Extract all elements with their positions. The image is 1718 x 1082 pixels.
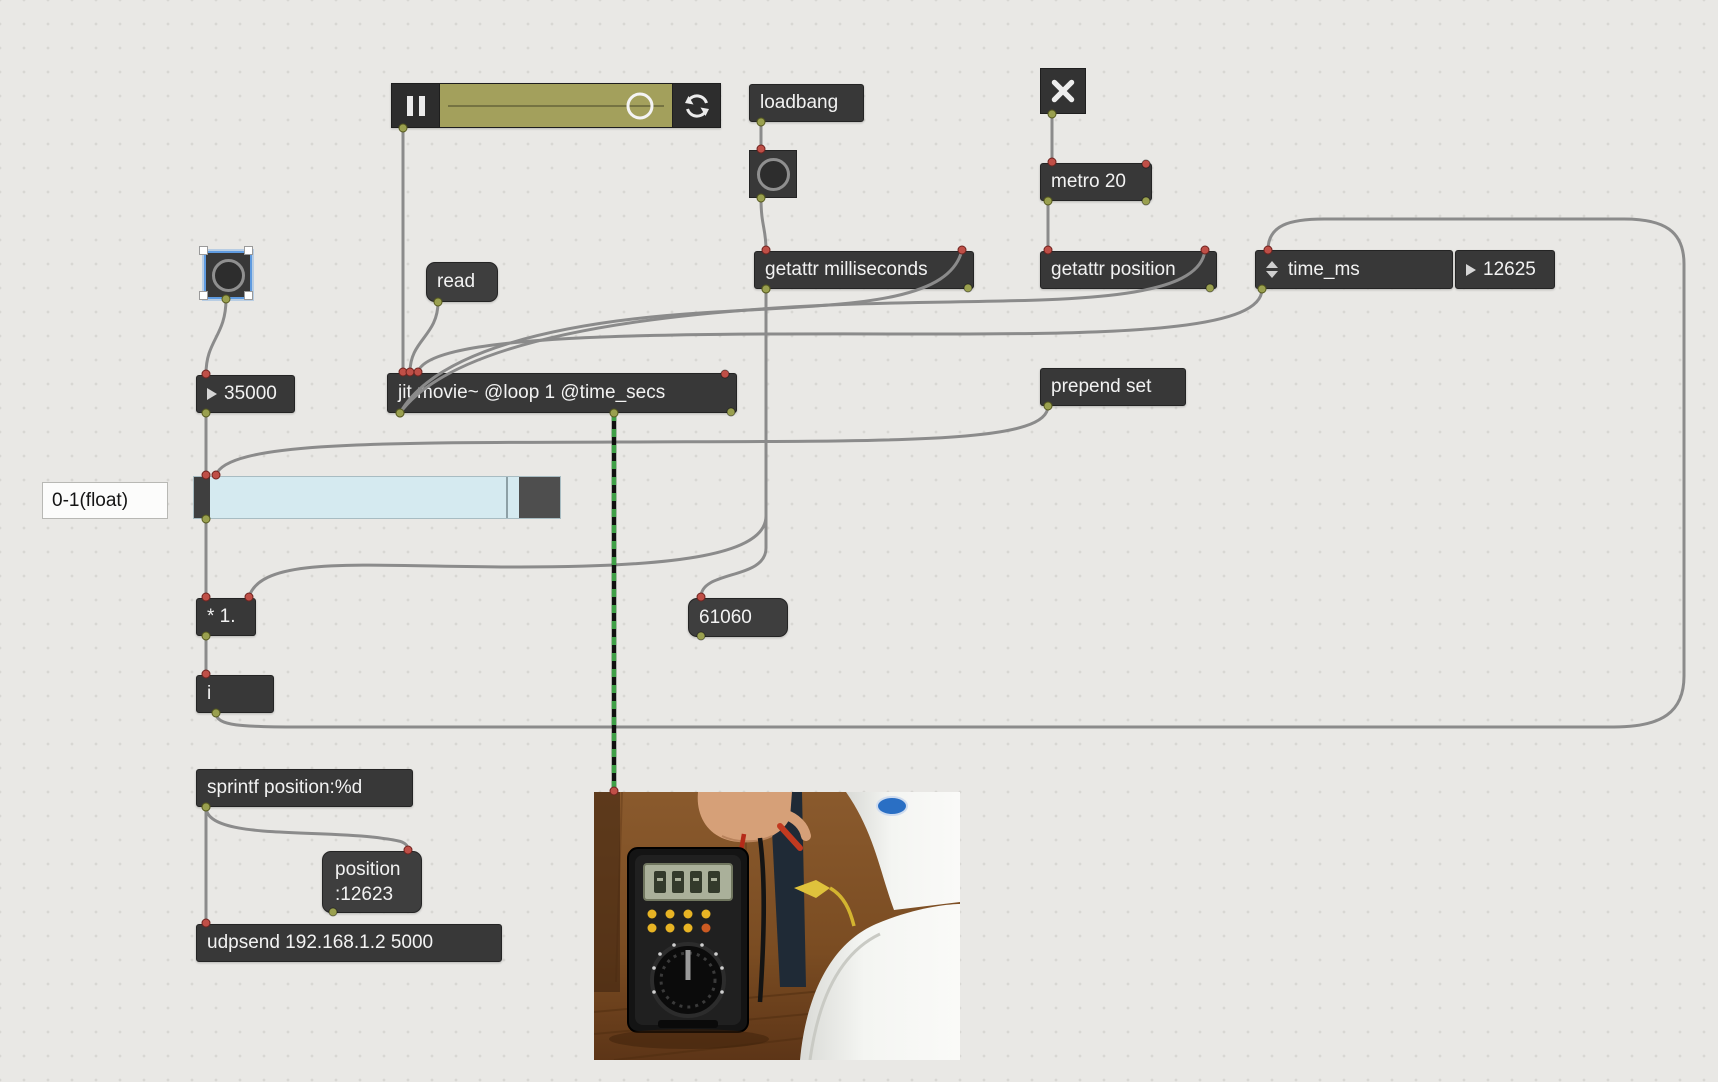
int-object[interactable]: i: [196, 675, 274, 713]
slider-end-block: [519, 477, 560, 518]
number-box-time-ms[interactable]: 12625: [1455, 250, 1555, 289]
getattr-milliseconds-label: getattr milliseconds: [765, 259, 928, 280]
number-triangle-icon: [1466, 263, 1476, 276]
attrui-label: time_ms: [1288, 258, 1360, 280]
getattr-position-object[interactable]: getattr position: [1040, 251, 1217, 289]
selection-handle[interactable]: [244, 246, 253, 255]
udpsend-label: udpsend 192.168.1.2 5000: [207, 932, 434, 953]
read-label: read: [437, 271, 476, 292]
position-message-line1: position: [335, 859, 401, 880]
jit-movie-label: jit.movie~ @loop 1 @time_secs: [398, 382, 666, 403]
pause-button[interactable]: [392, 84, 439, 127]
meter-shadow: [609, 1029, 769, 1049]
pause-icon: [406, 95, 425, 116]
appliance-bottom: [800, 904, 960, 1060]
loop-icon: [684, 93, 709, 118]
int-label: i: [207, 683, 212, 704]
playbar-handle[interactable]: [626, 92, 654, 119]
crocodile-clip: [794, 880, 830, 898]
playbar: [391, 83, 721, 128]
loadbang-object[interactable]: loadbang: [749, 84, 864, 122]
milliseconds-value: 61060: [699, 606, 752, 628]
prepend-set-object[interactable]: prepend set: [1040, 368, 1186, 406]
toggle-box[interactable]: [1040, 68, 1086, 114]
slider-tick: [506, 477, 508, 518]
attrui-time-ms[interactable]: time_ms: [1255, 250, 1453, 289]
loadbang-label: loadbang: [760, 92, 839, 113]
multiply-object[interactable]: * 1.: [196, 598, 256, 636]
milliseconds-message[interactable]: 61060: [688, 598, 788, 637]
number-value: 12625: [1483, 258, 1536, 280]
red-probe: [777, 823, 803, 851]
number-value: 35000: [224, 383, 277, 404]
selection-handle[interactable]: [199, 291, 208, 300]
bang-icon: [211, 258, 245, 292]
read-message[interactable]: read: [426, 262, 498, 302]
selection-handle[interactable]: [244, 291, 253, 300]
selection-handle[interactable]: [199, 246, 208, 255]
video-frame: [594, 792, 960, 1060]
position-slider[interactable]: [193, 476, 561, 519]
dial-markings: [652, 943, 724, 994]
prepend-set-label: prepend set: [1051, 376, 1152, 397]
hand-finger-line: [721, 835, 773, 843]
position-message-line2: :12623: [335, 884, 394, 905]
metro-object[interactable]: metro 20: [1040, 163, 1152, 201]
bang-icon: [756, 157, 790, 191]
sprintf-object[interactable]: sprintf position:%d: [196, 769, 413, 807]
udpsend-object[interactable]: udpsend 192.168.1.2 5000: [196, 924, 502, 962]
appliance-seam: [808, 932, 881, 1060]
getattr-milliseconds-object[interactable]: getattr milliseconds: [754, 251, 974, 289]
bang-button[interactable]: [749, 150, 797, 198]
metro-label: metro 20: [1051, 171, 1126, 192]
x-icon: [1051, 79, 1075, 103]
left-shadow: [594, 792, 620, 992]
video-preview-window[interactable]: [594, 792, 960, 1060]
number-triangle-icon: [207, 388, 217, 400]
comment-box: 0-1(float): [42, 482, 168, 519]
black-probe-wire: [757, 837, 767, 1003]
sprintf-label: sprintf position:%d: [207, 777, 363, 798]
appliance-top: [846, 792, 960, 910]
multimeter: [627, 847, 749, 1033]
number-box-35000[interactable]: 35000: [196, 375, 295, 413]
yellow-wire: [829, 886, 856, 927]
appliance-logo: [876, 796, 908, 816]
position-message[interactable]: position :12623: [322, 851, 422, 913]
playbar-slider[interactable]: [439, 84, 673, 127]
multiply-label: * 1.: [207, 606, 236, 627]
lcd-digits: [654, 871, 720, 893]
hand: [697, 792, 792, 843]
jit-movie-object[interactable]: jit.movie~ @loop 1 @time_secs: [387, 373, 737, 413]
loop-button[interactable]: [673, 84, 720, 127]
playbar-track-line: [448, 104, 664, 107]
stepper-icon[interactable]: [1266, 261, 1278, 278]
meter-buttons: [647, 909, 711, 933]
slider-thumb[interactable]: [194, 477, 210, 518]
hand-finger: [779, 809, 811, 841]
getattr-position-label: getattr position: [1051, 259, 1176, 280]
